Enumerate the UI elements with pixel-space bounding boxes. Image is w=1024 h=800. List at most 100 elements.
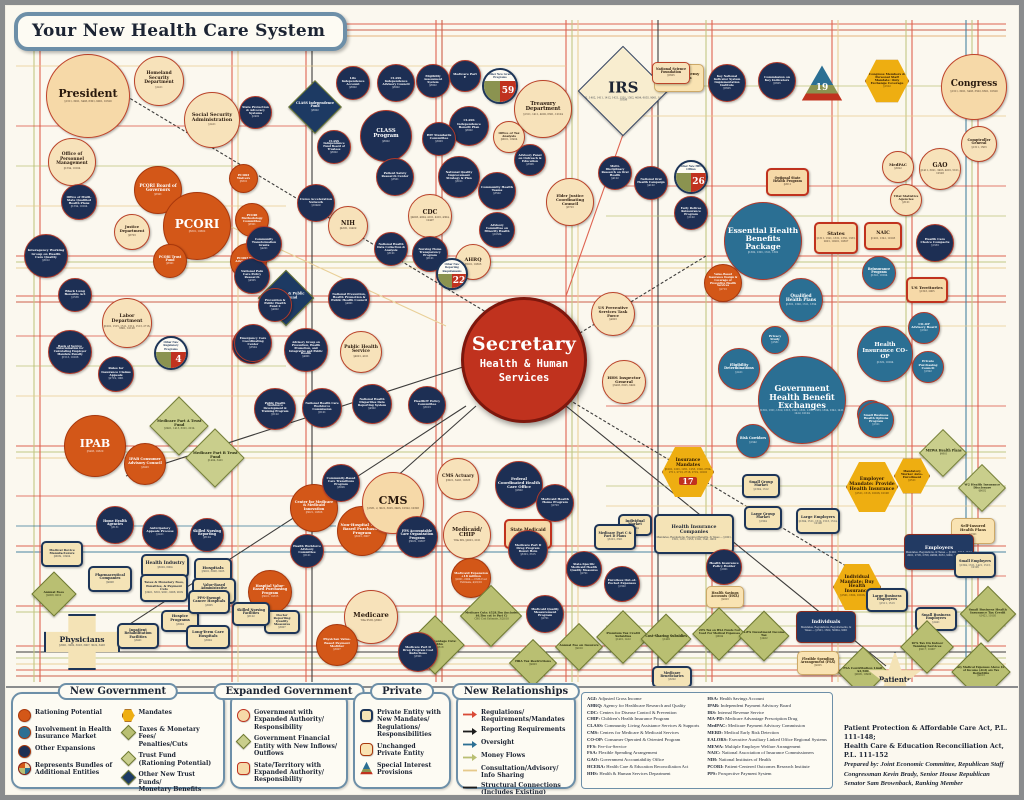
node-multi-disciplinary-research[interactable]: Multi-Disciplinary Research on Oral Heal… xyxy=(598,156,632,190)
node-medicare-part-d-cost[interactable]: Medicare Part D Drug Program Cost Reduct… xyxy=(398,632,438,672)
node-homeland-security[interactable]: Homeland Security Department§1411 xyxy=(134,56,184,106)
node-medicare-part-e[interactable]: Medicare Part E xyxy=(449,60,481,92)
node-medpac[interactable]: MedPAC§3022 xyxy=(882,151,914,183)
node-eligibility-determinations[interactable]: Eligibility Determinations§1411 xyxy=(718,348,760,390)
node-ppr-exempt-cancer-hospital[interactable]: PPS-Exempt Cancer Hospitals§3005 xyxy=(188,590,230,614)
node-small-business-employees[interactable]: Small Business Employees§1421 xyxy=(915,607,957,631)
node-health-it-policy[interactable]: HealthIT Policy Committee§3013 xyxy=(408,386,446,424)
node-emergency-care-research[interactable]: Emergency Care Coordinating Center§3504 xyxy=(234,324,272,362)
node-key-national-indicator[interactable]: Key National Indicator System Implementa… xyxy=(708,64,746,102)
node-congress[interactable]: Congress§1311, 3021, 3403, 3502, 6301, 1… xyxy=(941,54,1007,120)
node-comptroller-general[interactable]: Comptroller General§1311, 1563 xyxy=(961,126,997,162)
node-cms[interactable]: CMS§1331, 2, 3021, 3025, 3403, 10322, 10… xyxy=(362,472,424,534)
node-small-employers[interactable]: Small Employers§1304, 1311, 1421, 1513, … xyxy=(954,552,996,578)
node-national-health-disparities[interactable]: National Health Disparities Data Reporti… xyxy=(352,384,392,424)
node-medical-device-manufacturers[interactable]: Medical Device Manufacturers§9009, 10904 xyxy=(41,541,83,567)
node-nursing-home-transparency[interactable]: Nursing Home Transparency Program§6101 xyxy=(412,236,448,272)
node-elder-justice-council[interactable]: Elder Justice Coordinating Council§6703 xyxy=(546,178,594,226)
node-us-territories[interactable]: US Territories§1323, 2005 xyxy=(906,277,948,303)
node-national-prevention-council[interactable]: National Prevention, Health Promotion & … xyxy=(328,278,370,320)
node-medicaid-health-home[interactable]: Medicaid Health Home Program§2703 xyxy=(536,484,574,522)
node-class-program[interactable]: CLASS Program§8002 xyxy=(360,110,412,162)
node-life-independence-account[interactable]: Life Independence Account§8002 xyxy=(336,66,370,100)
node-large-business-employees[interactable]: Large Business Employees§1511, 1513 xyxy=(866,588,908,612)
node-office-multistate-plans[interactable]: Office of Multi-State Qualified Health P… xyxy=(61,184,97,220)
node-president[interactable]: President§1311, 3021, 3403, 6301, 9001, … xyxy=(46,54,130,138)
node-rules-ins-claims-appeals[interactable]: Rules for Insurance Claims Appeals§2719,… xyxy=(98,356,134,392)
node-pharmaceutical-companies[interactable]: Pharmaceutical Companies§9008 xyxy=(88,566,132,592)
node-national-pain-care[interactable]: National Pain Care Policy Research§4305 xyxy=(234,258,270,294)
node-small-business-health-options[interactable]: Small Business Health Options Program§13… xyxy=(858,402,894,438)
node-flexible-spending[interactable]: Flexible Spending Arrangement (FSA)§9005 xyxy=(797,651,839,675)
node-nih[interactable]: NIH§4305, 10409 xyxy=(328,206,368,246)
node-mandatory-worker-auto-enroll[interactable]: Mandatory Worker Auto-Enrollment§1511 xyxy=(894,458,930,494)
node-fts-aco-program[interactable]: FFS Accountable Care Organization Progra… xyxy=(396,516,438,558)
node-insurance-mandates-17[interactable]: Insurance Mandates§1001, 1201, 1251, 125… xyxy=(662,447,714,497)
node-reinsurance-program[interactable]: Reinsurance Program§1341, 10104 xyxy=(862,256,896,290)
node-pcori-trust-fund[interactable]: PCORI Trust Fund§6301 xyxy=(153,244,187,278)
node-inpatient-rehab[interactable]: Inpatient Rehabilitation Facilities§3401 xyxy=(117,623,159,649)
node-retiree-reinsurance[interactable]: Early Retiree Reinsurance Program§1102 xyxy=(674,196,708,230)
node-medicaid-quality-measurement[interactable]: Medicaid Quality Measurement Program§270… xyxy=(526,595,564,633)
node-us-preventive-services[interactable]: US Preventive Services Task Force§4003 xyxy=(591,292,635,336)
node-social-security[interactable]: Social Security Administration§1411 xyxy=(184,92,240,148)
node-taxes-monetary-fees[interactable]: Taxes & Monetary Fees, Penalties, & Paym… xyxy=(140,574,188,602)
node-medicare-part-d-donut[interactable]: Medicare Part D Drug Program Donut Hole§… xyxy=(508,530,548,570)
node-justice-department[interactable]: Justice Department§6703 xyxy=(114,214,150,250)
node-health-workforce-grants[interactable]: Health Workforce Advisory Committee§5101 xyxy=(290,534,324,568)
node-class-independence-fund-board[interactable]: CLASS Independence Fund Board of Trustee… xyxy=(317,130,351,164)
node-doctor-owned-hospitals[interactable]: Doctor Reporting Quality Measures§3007 xyxy=(264,610,300,634)
node-national-oral-health[interactable]: National Oral Health Campaign§4102 xyxy=(634,166,668,200)
node-treasury-department[interactable]: Treasury Department§1311, 1411, 4002, 63… xyxy=(514,80,572,138)
node-optional-state-health-program[interactable]: Optional State Health Program§2011 xyxy=(766,168,809,196)
node-office-personnel-mgmt[interactable]: Office of Personnel Management§1334, 101… xyxy=(48,138,96,186)
node-public-health-service[interactable]: Public Health Service§4001, 4101 xyxy=(340,331,382,373)
node-interagency-working-group[interactable]: Interagency Working Group on Health Care… xyxy=(24,234,68,278)
node-privacy-study[interactable]: Privacy Study§1561 xyxy=(761,326,789,354)
node-health-insurance-coop[interactable]: Health Insurance CO-OP§1322, 10104 xyxy=(857,326,913,382)
node-essential-health-benefits[interactable]: Essential Health Benefits Package§1302, … xyxy=(724,202,802,280)
node-hit-standards-committee[interactable]: HIT Standards Committee§3003 xyxy=(422,122,456,156)
node-advisory-panel-outreach[interactable]: Advisory Panel on Outreach & Education§3… xyxy=(514,144,546,176)
node-anticipatory-appeals[interactable]: Anticipatory Appeals Process§1411 xyxy=(142,514,178,550)
node-community-health-centers[interactable]: Community-Based Care Transitions Program… xyxy=(322,464,360,502)
node-patient-safety-research[interactable]: Patient Safety Research Center§3501 xyxy=(376,158,414,196)
node-public-health-workforce[interactable]: Public Health Workforce Development & Tr… xyxy=(254,388,296,430)
node-cures-acceleration-network[interactable]: Cures Acceleration Network§10409 xyxy=(297,184,335,222)
node-health-data-collection[interactable]: National Health Data Collection & Analys… xyxy=(374,232,408,266)
node-basis-service-determination[interactable]: Basis of Service Determination for Calcu… xyxy=(48,330,92,374)
node-co-op-advisory-board[interactable]: CO-OP Advisory Board§1322 xyxy=(908,312,940,344)
node-class-independence-advisory[interactable]: CLASS Independence Advisory Council§8002 xyxy=(377,64,415,102)
node-ipab-consumer-advisory[interactable]: IPAB Consumer Advisory Council§3403 xyxy=(124,443,166,485)
node-commission-key-indicators[interactable]: Commission on Key Indicators§5605 xyxy=(758,62,796,100)
node-labor-department[interactable]: Labor Department§1001, 1515, 1511, 1512,… xyxy=(102,298,152,348)
node-pcori-board[interactable]: PCORI Board of Governors§6301 xyxy=(134,166,182,214)
node-medicare-medicaid-enrollees[interactable]: Medicare Beneficiaries§3202 xyxy=(652,666,692,688)
node-govt-health-benefit-exchanges[interactable]: Government Health Benefit Exchanges§1301… xyxy=(758,356,846,444)
node-hospital-value-based-purchasing[interactable]: Hospital Value-Based Purchasing Program§… xyxy=(248,570,292,614)
node-qualified-health-plans[interactable]: Qualified Health Plans§1301, 1302, 1311,… xyxy=(779,278,823,322)
node-health-insurance-policy-holder[interactable]: Health Insurance Policy Holder§1001 xyxy=(706,549,742,585)
node-black-lung[interactable]: Black Lung Benefits Act§1556 xyxy=(58,278,92,312)
node-health-care-choice-compacts[interactable]: Health Care Choice Compacts§1333 xyxy=(916,224,954,262)
node-ipab[interactable]: IPAB§3403, 10320 xyxy=(64,415,126,477)
node-states[interactable]: States§1311, 1321, 1331, 1332, 1333, 200… xyxy=(814,222,858,254)
node-private-purchasing-council[interactable]: Private Purchasing Council§1322 xyxy=(912,351,944,383)
node-federal-coordinated-health-care[interactable]: Federal Coordinated Health Care Office§2… xyxy=(495,461,543,509)
node-national-health-care-quality[interactable]: National Quality Improvement Strategy & … xyxy=(438,156,480,198)
node-large-employers[interactable]: Large Employers§1304, 1511, 1512, 1513, … xyxy=(796,508,840,534)
node-small-group-market[interactable]: Small Group Market§1304, 1312 xyxy=(742,474,780,498)
node-community-health-teams[interactable]: Community Health Teams§3502 xyxy=(478,172,516,210)
node-hhs-inspector-general[interactable]: HHS Inspector General§3403, 6005, 6402 xyxy=(602,360,646,404)
node-state-protection-advocacy[interactable]: State Protection & Advocacy Systems§2402 xyxy=(239,96,272,129)
node-cms-actuary[interactable]: CMS Actuary§3021, 3403, 10326 xyxy=(437,458,479,500)
node-gao[interactable]: GAO§1411, 3021, 3403, 4001, 5101, 10503 xyxy=(919,148,961,190)
node-cdc[interactable]: CDC§4003, 4004, 4101, 4201, 4304, 10407 xyxy=(408,194,452,238)
node-value-based-insurance[interactable]: Value-Based Insurance Design & Coverage … xyxy=(704,264,742,302)
